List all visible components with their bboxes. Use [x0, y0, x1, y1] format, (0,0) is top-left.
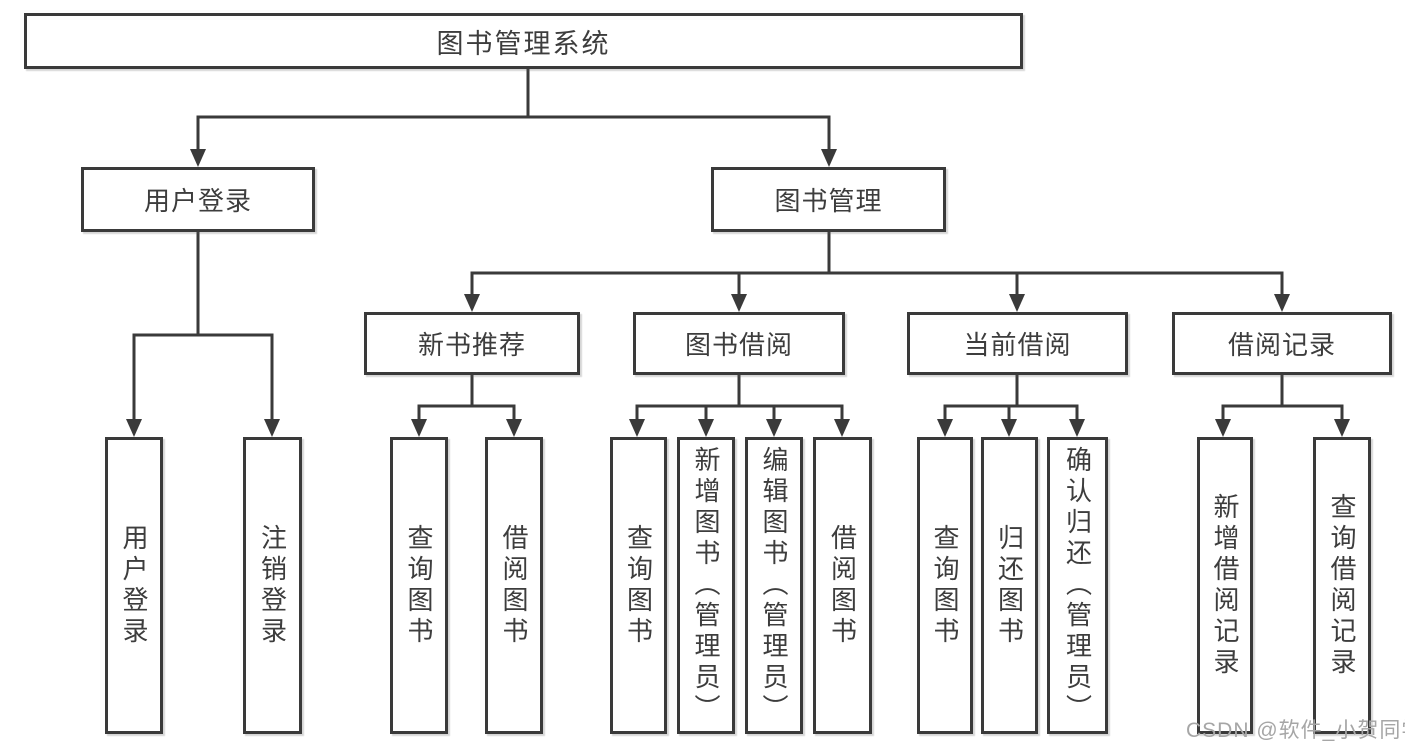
node-current-borrow-label: 当前借阅	[963, 330, 1072, 360]
arrowheads	[126, 149, 1350, 437]
node-borrow-records: 借阅记录	[1172, 312, 1392, 375]
node-root: 图书管理系统	[24, 13, 1023, 69]
node-new-book-recommend-label: 新书推荐	[417, 330, 526, 360]
leaf-borrow-edit-books-admin: 编辑图书（管理员）	[745, 437, 803, 734]
node-borrow-records-label: 借阅记录	[1227, 330, 1336, 360]
node-root-label: 图书管理系统	[436, 28, 611, 59]
node-book-borrow: 图书借阅	[633, 312, 845, 375]
leaf-current-return-books-label: 归还图书	[994, 523, 1025, 648]
leaf-current-return-books: 归还图书	[981, 437, 1038, 734]
leaf-records-query-record-label: 查询借阅记录	[1327, 492, 1357, 679]
node-new-book-recommend: 新书推荐	[364, 312, 580, 375]
leaf-recommend-query-books-label: 查询图书	[404, 523, 434, 648]
leaf-borrow-borrow-books-label: 借阅图书	[827, 523, 858, 648]
leaf-recommend-borrow-books: 借阅图书	[485, 437, 543, 734]
leaf-user-login: 用户登录	[105, 437, 163, 734]
leaf-records-add-record: 新增借阅记录	[1197, 437, 1253, 734]
leaf-user-login-label: 用户登录	[119, 523, 149, 648]
leaf-current-confirm-return-admin: 确认归还（管理员）	[1047, 437, 1108, 734]
leaf-borrow-query-books-label: 查询图书	[623, 523, 654, 648]
leaf-logout-label: 注销登录	[257, 523, 288, 648]
node-current-borrow: 当前借阅	[907, 312, 1128, 375]
leaf-records-query-record: 查询借阅记录	[1313, 437, 1371, 734]
node-user-login-branch-label: 用户登录	[143, 186, 252, 216]
leaf-current-confirm-return-admin-label: 确认归还（管理员）	[1062, 446, 1093, 725]
leaf-borrow-borrow-books: 借阅图书	[813, 437, 872, 734]
node-book-borrow-label: 图书借阅	[684, 330, 793, 360]
leaf-borrow-query-books: 查询图书	[610, 437, 667, 734]
csdn-watermark: CSDN @软件_小贺同学	[1186, 719, 1405, 742]
leaf-current-query-books: 查询图书	[917, 437, 973, 734]
node-book-management: 图书管理	[711, 167, 946, 232]
node-book-management-label: 图书管理	[774, 186, 883, 216]
leaf-borrow-add-books-admin-label: 新增图书（管理员）	[691, 446, 721, 725]
leaf-recommend-borrow-books-label: 借阅图书	[499, 523, 529, 648]
leaf-logout: 注销登录	[243, 437, 302, 734]
leaf-borrow-add-books-admin: 新增图书（管理员）	[677, 437, 735, 734]
leaf-recommend-query-books: 查询图书	[390, 437, 448, 734]
leaf-records-add-record-label: 新增借阅记录	[1210, 492, 1240, 679]
leaf-current-query-books-label: 查询图书	[930, 523, 960, 648]
leaf-borrow-edit-books-admin-label: 编辑图书（管理员）	[759, 446, 789, 725]
node-user-login-branch: 用户登录	[81, 167, 315, 232]
